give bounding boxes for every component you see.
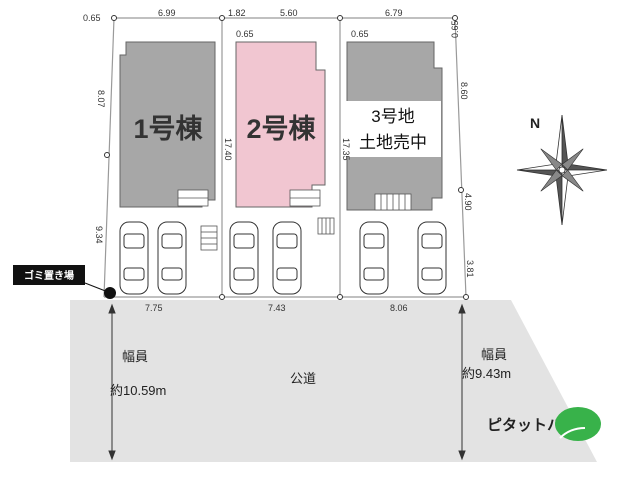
dim-top-6: 0.65 [450, 20, 460, 38]
dim-top-2: 6.99 [158, 8, 176, 18]
dim-right-3: 3.81 [465, 260, 475, 278]
lot-boundaries [103, 17, 467, 298]
car-icon [157, 221, 187, 295]
compass-north-label: N [530, 115, 540, 131]
dim-top-4: 5.60 [280, 8, 298, 18]
car-icon [417, 221, 447, 295]
dim-top-5: 6.79 [385, 8, 403, 18]
lot-2-label: 2号棟 [246, 114, 316, 144]
dim-top-3: 1.82 [228, 8, 246, 18]
dim-mid-1: 17.40 [223, 138, 233, 161]
leaf-logo-icon [555, 407, 601, 441]
road-width-right-label: 幅員 [481, 347, 507, 362]
road-width-arrows [108, 303, 466, 461]
public-road [70, 300, 597, 462]
dim-right-1: 8.60 [459, 82, 469, 100]
dim-bottom-1: 7.75 [145, 303, 163, 313]
road-width-left-label: 幅員 [122, 349, 148, 364]
entry-steps [177, 189, 412, 251]
car-icon [119, 221, 149, 295]
lot-1-label: 1号棟 [133, 114, 203, 144]
garbage-point-icon [104, 287, 116, 299]
road-width-right-value: 約9.43m [462, 366, 511, 381]
car-icons [119, 221, 447, 295]
dim-left-upper: 8.07 [96, 90, 106, 108]
dim-top-setback-2: 0.65 [351, 29, 369, 39]
building-2 [235, 41, 326, 208]
road-width-left-value: 約10.59m [110, 383, 166, 398]
car-icon [229, 221, 259, 295]
lot-markers [104, 15, 469, 300]
dim-bottom-2: 7.43 [268, 303, 286, 313]
building-1 [119, 41, 216, 208]
compass-rose-icon [516, 114, 608, 226]
dim-right-2: 4.90 [463, 193, 473, 211]
dim-mid-2: 17.35 [341, 138, 351, 161]
garbage-label-box [13, 265, 85, 285]
car-icon [359, 221, 389, 295]
dim-top-setback-1: 0.65 [236, 29, 254, 39]
lot-3-label-line2: 土地売中 [359, 133, 427, 152]
garbage-pointer [84, 282, 109, 293]
road-name: 公道 [290, 371, 316, 386]
lot-3-label-box [345, 101, 441, 157]
dim-top-1: 0.65 [83, 13, 101, 23]
dim-bottom-3: 8.06 [390, 303, 408, 313]
car-icon [272, 221, 302, 295]
lot-3-label-line1: 3号地 [371, 107, 414, 126]
garbage-label: ゴミ置き場 [24, 269, 74, 282]
dim-left-lower: 9.34 [94, 226, 104, 244]
